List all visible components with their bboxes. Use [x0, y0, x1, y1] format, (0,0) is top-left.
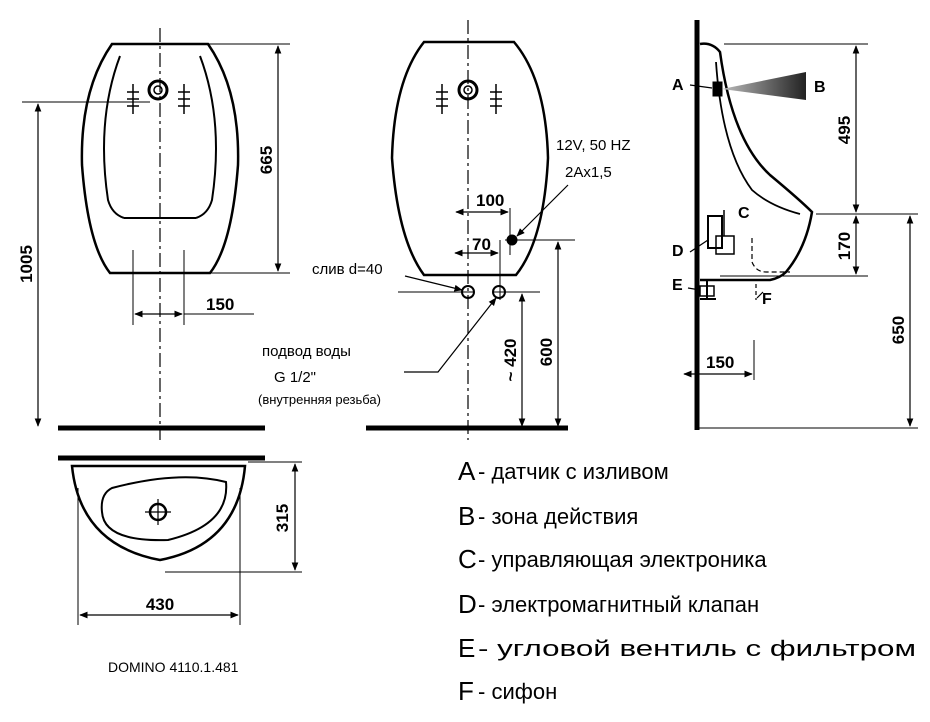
side-letter-e: E	[672, 277, 683, 294]
rear-bowl-outline	[390, 40, 550, 277]
svg-text:C: C	[458, 544, 477, 574]
drain-leader	[404, 275, 463, 292]
dim-label-70: 70	[472, 235, 491, 254]
svg-text:F: F	[458, 676, 474, 706]
dim-label-600: 600	[537, 338, 556, 366]
svg-text:- угловой вентиль с фильтром: - угловой вентиль с фильтром	[478, 636, 916, 661]
top-view	[58, 455, 302, 625]
power-leader	[516, 184, 569, 237]
dim-label-495: 495	[835, 116, 854, 144]
rear-inlet-hole	[457, 79, 479, 101]
valve-body	[707, 215, 723, 249]
svg-text:- датчик с изливом: - датчик с изливом	[478, 459, 669, 484]
svg-text:A: A	[458, 456, 476, 486]
water-note-line2: G 1/2"	[274, 369, 316, 386]
water-note-line1: подвод воды	[262, 343, 351, 360]
top-inner	[100, 476, 228, 542]
svg-text:B: B	[458, 501, 475, 531]
side-letter-a: A	[672, 77, 684, 94]
legend-item-d: D - электромагнитный клапан	[458, 589, 759, 619]
dim-label-1005: 1005	[17, 245, 36, 283]
rear-fixing-mark-right	[490, 84, 502, 114]
dim-label-430: 430	[146, 595, 174, 614]
water-note-line3: (внутренняя резьба)	[258, 392, 381, 407]
svg-text:- управляющая электроника: - управляющая электроника	[478, 547, 767, 572]
front-view	[22, 28, 290, 440]
side-letter-b: B	[814, 79, 826, 96]
dim-label-170: 170	[835, 232, 854, 260]
inlet-hole-inner	[153, 85, 163, 95]
dim-label-315: 315	[273, 504, 292, 532]
legend-item-c: C - управляющая электроника	[458, 544, 767, 574]
fixing-mark-left	[127, 84, 139, 114]
legend: A - датчик с изливом B - зона действия C…	[458, 456, 916, 706]
rear-fixing-mark-left	[436, 84, 448, 114]
power-spec-line2: 2Ax1,5	[565, 164, 612, 181]
dim-label-100: 100	[476, 191, 504, 210]
legend-item-e: E - угловой вентиль с фильтром	[458, 633, 916, 663]
power-spec-line1: 12V, 50 HZ	[556, 137, 631, 154]
bowl-inner-right	[195, 55, 217, 219]
side-letter-f: F	[762, 291, 772, 308]
side-view	[683, 20, 918, 430]
svg-text:- зона действия: - зона действия	[478, 504, 638, 529]
model-number: DOMINO 4110.1.481	[108, 659, 239, 675]
top-outline	[70, 464, 247, 562]
dim-label-650: 650	[889, 316, 908, 344]
dim-label-665: 665	[257, 146, 276, 174]
inlet-hole	[147, 79, 169, 101]
dim-label-150-front: 150	[206, 295, 234, 314]
svg-text:D: D	[458, 589, 477, 619]
side-bowl-inner	[715, 61, 801, 215]
water-leader	[404, 297, 497, 373]
svg-text:- электромагнитный клапан: - электромагнитный клапан	[478, 592, 759, 617]
bowl-inner-left	[103, 55, 125, 219]
side-letter-d: D	[672, 243, 684, 260]
dim-label-150-side: 150	[706, 353, 734, 372]
dim-label-420: ~ 420	[501, 338, 520, 381]
side-letter-c: C	[738, 205, 750, 222]
rear-view	[366, 20, 575, 440]
legend-item-a: A - датчик с изливом	[458, 456, 669, 486]
side-bowl-outline	[699, 42, 814, 282]
fixing-mark-right	[178, 84, 190, 114]
svg-text:E: E	[458, 633, 475, 663]
svg-text:- сифон: - сифон	[478, 679, 557, 704]
siphon	[751, 238, 790, 273]
detection-zone	[722, 72, 806, 100]
drain-note: слив d=40	[312, 261, 383, 278]
legend-item-b: B - зона действия	[458, 501, 638, 531]
legend-item-f: F - сифон	[458, 676, 557, 706]
sensor-unit	[712, 81, 723, 97]
